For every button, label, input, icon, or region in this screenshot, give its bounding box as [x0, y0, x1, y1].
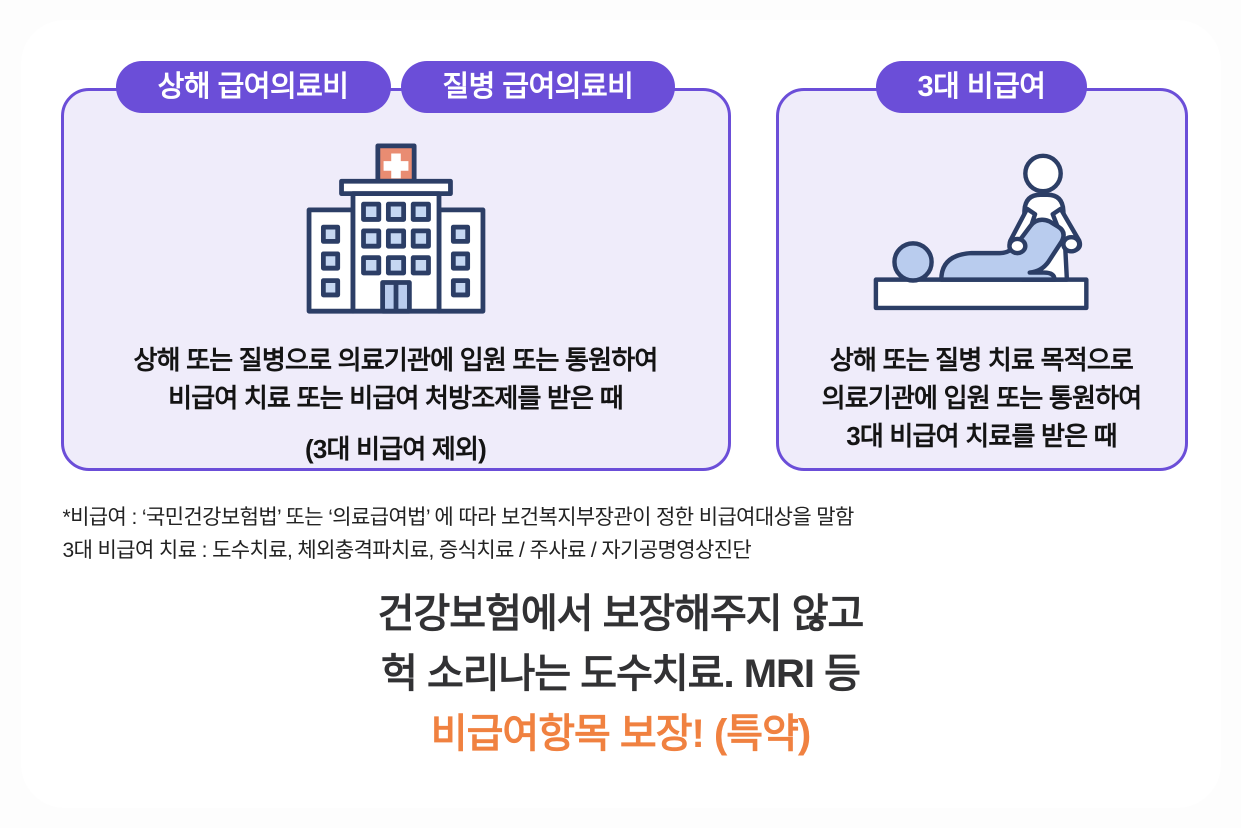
- card-left-badges: 상해 급여의료비 질병 급여의료비: [64, 61, 728, 113]
- footnote-line1: *비급여 : ‘국민건강보험법’ 또는 ‘의료급여법’ 에 따라 보건복지부장관…: [62, 506, 855, 529]
- card-right-line1: 상해 또는 질병 치료 목적으로: [829, 345, 1134, 375]
- footnote: *비급여 : ‘국민건강보험법’ 또는 ‘의료급여법’ 에 따라 보건복지부장관…: [62, 501, 855, 567]
- card-right-badges: 3대 비급여: [779, 61, 1185, 113]
- headline-line1: 건강보험에서 보장해주지 않고: [377, 592, 865, 636]
- headline-line2: 헉 소리나는 도수치료. MRI 등: [381, 652, 861, 696]
- headline: 건강보험에서 보장해주지 않고 헉 소리나는 도수치료. MRI 등 비급여항목…: [21, 584, 1221, 764]
- card-non-covered: 3대 비급여: [775, 61, 1188, 471]
- card-left-line2: 비급여 치료 또는 비급여 처방조제를 받은 때: [168, 383, 624, 413]
- badge-disease-covered: 질병 급여의료비: [400, 61, 676, 113]
- physical-therapy-icon: [779, 147, 1185, 315]
- card-left-description: 상해 또는 질병으로 의료기관에 입원 또는 통원하여 비급여 치료 또는 비급…: [64, 341, 728, 417]
- footnote-line2: 3대 비급여 치료 : 도수치료, 체외충격파치료, 증식치료 / 주사료 / …: [62, 539, 752, 562]
- badge-injury-covered: 상해 급여의료비: [115, 61, 391, 113]
- headline-highlight: 비급여항목 보장! (특약): [430, 712, 811, 756]
- card-left-line1: 상해 또는 질병으로 의료기관에 입원 또는 통원하여: [133, 345, 658, 375]
- card-left-exclusion-note: (3대 비급여 제외): [305, 434, 487, 464]
- hospital-icon: [64, 143, 728, 315]
- card-right-description: 상해 또는 질병 치료 목적으로 의료기관에 입원 또는 통원하여 3대 비급여…: [779, 341, 1185, 455]
- badge-3-non-covered: 3대 비급여: [875, 61, 1088, 113]
- card-right-line2: 의료기관에 입원 또는 통원하여: [821, 383, 1143, 413]
- card-right-line3: 3대 비급여 치료를 받은 때: [846, 421, 1117, 451]
- promo-panel: 상해 급여의료비 질병 급여의료비: [20, 20, 1221, 808]
- card-covered-medical: 상해 급여의료비 질병 급여의료비: [60, 61, 731, 471]
